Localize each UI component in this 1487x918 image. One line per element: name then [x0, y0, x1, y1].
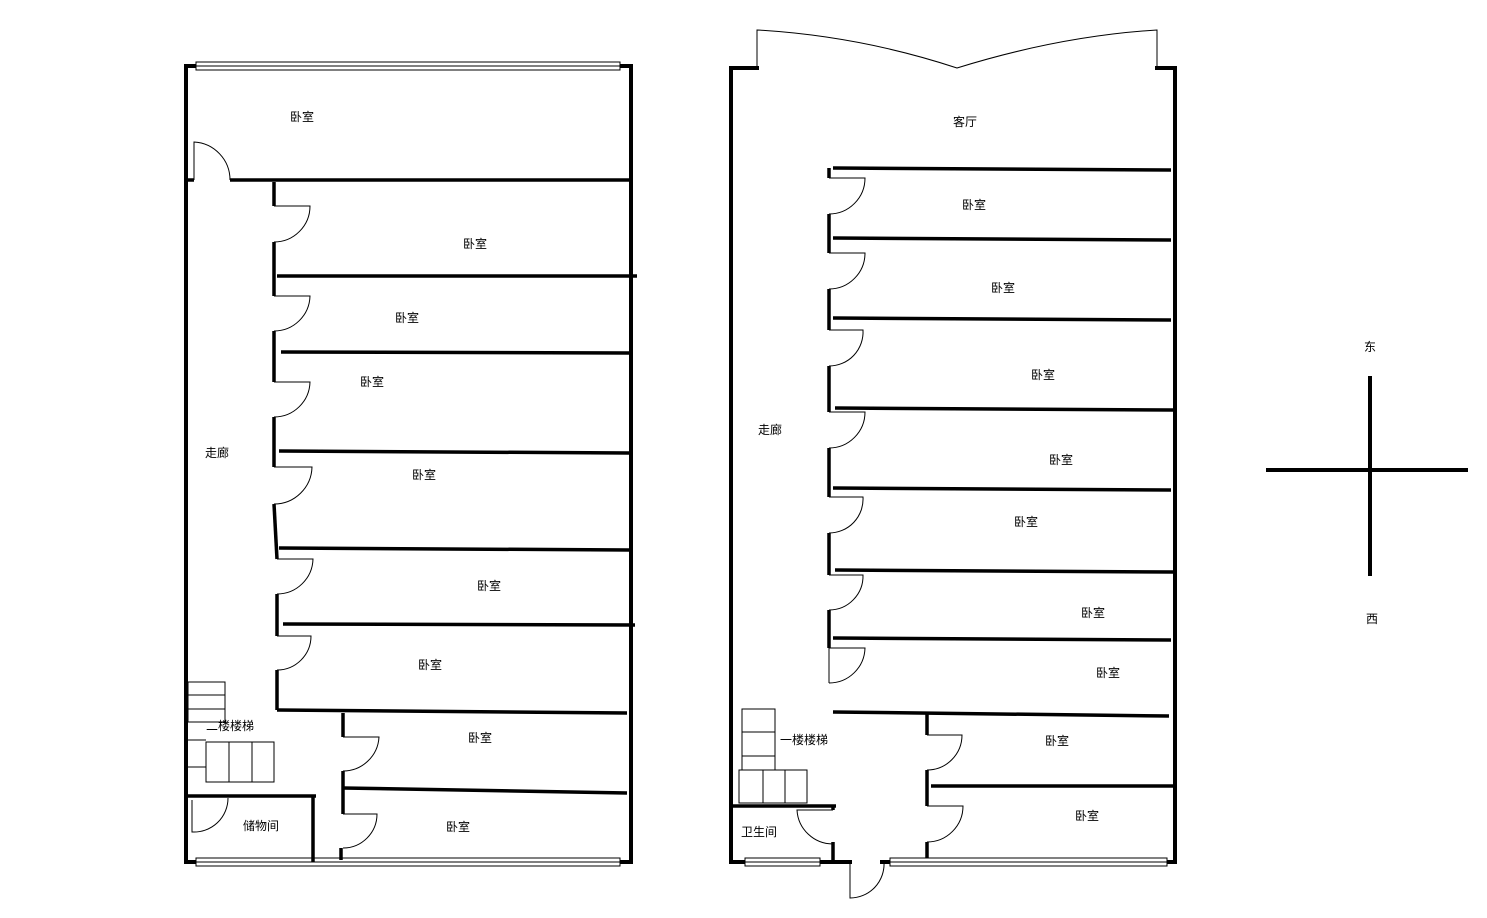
door: [828, 496, 864, 534]
partition-wall: [280, 350, 630, 355]
partition-wall: [832, 636, 1172, 642]
stairs-floor-1: [738, 708, 808, 804]
partition-wall: [832, 316, 1172, 322]
partition-wall: [834, 406, 1174, 412]
room-label: 卧室: [446, 819, 470, 834]
partition-wall: [832, 710, 1170, 718]
entrance-door: [849, 861, 885, 899]
room-label: 卧室: [1049, 452, 1073, 467]
door: [191, 797, 229, 833]
door: [276, 558, 314, 595]
room-label: 卧室: [1031, 367, 1055, 382]
door: [273, 381, 311, 418]
partition-wall: [832, 166, 1172, 172]
room-label: 卧室: [991, 280, 1015, 295]
door: [828, 574, 864, 611]
room-label: 卧室: [395, 310, 419, 325]
door: [926, 805, 964, 843]
corridor-label: 走廊: [758, 422, 782, 437]
living-room-label: 客厅: [953, 114, 977, 129]
door: [796, 809, 834, 845]
door: [828, 411, 866, 449]
compass-east-label: 东: [1364, 340, 1376, 354]
door: [193, 141, 231, 181]
partition-wall: [282, 622, 636, 627]
door: [828, 177, 866, 215]
door: [273, 295, 311, 332]
room-label: 卧室: [412, 467, 436, 482]
compass: 东 西: [1266, 340, 1468, 626]
room-label: 卧室: [1096, 665, 1120, 680]
stairs-floor-2: [187, 681, 275, 783]
room-label: 卧室: [290, 109, 314, 124]
partition-wall: [342, 786, 628, 795]
door: [828, 329, 864, 367]
room-label: 卧室: [1045, 733, 1069, 748]
door: [926, 734, 963, 771]
door: [342, 736, 380, 772]
room-label: 卧室: [477, 578, 501, 593]
partition-wall: [278, 449, 630, 455]
door: [342, 813, 378, 849]
room-label: 卧室: [418, 657, 442, 672]
room-label: 卧室: [1075, 808, 1099, 823]
door: [276, 635, 312, 671]
room-label: 卧室: [1081, 605, 1105, 620]
floor-1-plan: 客厅 卧室 卧室 卧室 卧室 卧室 卧室 卧室 卧室 卧室 走廊 一楼楼梯 卫生…: [729, 29, 1177, 899]
room-label: 卧室: [360, 374, 384, 389]
partition-wall: [834, 568, 1174, 574]
door: [828, 252, 866, 290]
room-label: 卧室: [463, 236, 487, 251]
partition-wall: [278, 546, 630, 552]
bathroom-label: 卫生间: [741, 825, 777, 839]
compass-west-label: 西: [1366, 612, 1378, 626]
door: [273, 466, 313, 505]
door: [828, 647, 866, 684]
storage-label: 储物间: [243, 818, 279, 833]
room-label: 卧室: [962, 197, 986, 212]
room-label: 卧室: [1014, 514, 1038, 529]
room-label: 卧室: [468, 730, 492, 745]
stairs-label: 二楼楼梯: [206, 718, 254, 733]
stairs-label: 一楼楼梯: [780, 732, 828, 747]
partition-wall: [832, 236, 1172, 242]
partition-wall: [832, 486, 1172, 492]
door: [273, 205, 311, 243]
floor-2-plan: 卧室 卧室 卧室 卧室 卧室 卧室 卧室 卧室 卧室 走廊 二楼楼梯 储物间: [184, 61, 637, 867]
corridor-label: 走廊: [205, 445, 229, 460]
bay-window: [756, 29, 1158, 69]
